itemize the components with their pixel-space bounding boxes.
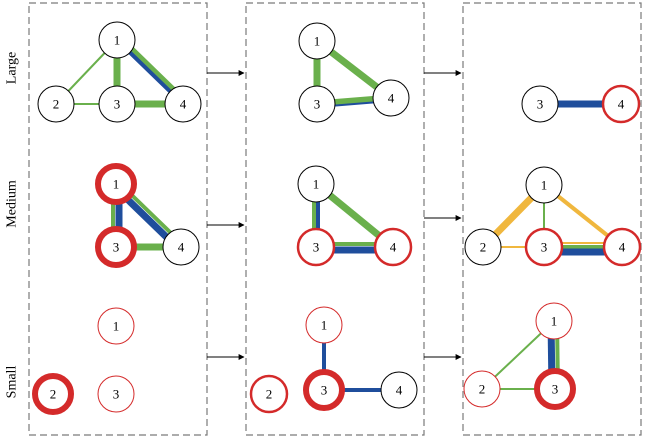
node-small-stage-1-1: 1 (97, 307, 135, 345)
node-label: 2 (479, 382, 486, 397)
row-label-small: Small (5, 366, 20, 399)
node-label: 4 (396, 383, 403, 398)
node-large-stage-3-3: 3 (521, 85, 559, 123)
node-circle (525, 166, 563, 204)
node-medium-stage-3-4: 4 (602, 227, 642, 267)
node-large-stage-1-1: 1 (98, 21, 136, 59)
node-large-stage-2-4: 4 (372, 79, 410, 117)
node-circle (37, 85, 75, 123)
node-label: 3 (537, 97, 544, 112)
node-label: 1 (541, 178, 548, 193)
node-small-stage-3-1: 1 (535, 302, 573, 340)
node-circle (521, 85, 559, 123)
node-label: 3 (314, 97, 321, 112)
node-medium-stage-2-1: 1 (297, 165, 335, 203)
node-medium-stage-3-3: 3 (524, 227, 564, 267)
node-circle (249, 374, 289, 414)
node-label: 3 (313, 240, 320, 255)
node-label: 2 (266, 387, 273, 402)
node-circle (463, 370, 501, 408)
node-circle (464, 228, 502, 266)
node-circle (97, 375, 135, 413)
node-label: 3 (113, 387, 120, 402)
node-small-stage-3-2: 2 (463, 370, 501, 408)
row-label-large: Large (5, 52, 20, 84)
node-label: 4 (180, 97, 187, 112)
node-label: 3 (552, 382, 559, 397)
node-circle (380, 371, 418, 409)
node-circle (164, 85, 202, 123)
node-small-stage-3-3: 3 (534, 368, 576, 410)
node-label: 1 (313, 177, 320, 192)
node-medium-stage-2-4: 4 (373, 227, 413, 267)
node-label: 1 (113, 177, 120, 192)
panel-stage-1 (28, 2, 208, 436)
node-circle (534, 368, 576, 410)
node-label: 4 (388, 91, 395, 106)
node-small-stage-1-2: 2 (32, 373, 74, 415)
node-small-stage-1-3: 3 (97, 375, 135, 413)
node-circle (303, 369, 345, 411)
node-label: 3 (113, 240, 120, 255)
node-small-stage-2-2: 2 (249, 374, 289, 414)
node-medium-stage-1-4: 4 (162, 228, 200, 266)
node-circle (372, 79, 410, 117)
node-circle (32, 373, 74, 415)
row-label-medium: Medium (5, 180, 20, 228)
node-medium-stage-3-1: 1 (525, 166, 563, 204)
node-label: 4 (618, 97, 625, 112)
node-circle (535, 302, 573, 340)
node-circle (373, 227, 413, 267)
node-label: 2 (53, 97, 60, 112)
node-circle (601, 84, 641, 124)
node-small-stage-2-4: 4 (380, 371, 418, 409)
node-circle (95, 226, 137, 268)
node-label: 1 (114, 33, 121, 48)
node-label: 4 (390, 240, 397, 255)
node-medium-stage-2-3: 3 (296, 227, 336, 267)
node-large-stage-1-3: 3 (98, 85, 136, 123)
node-large-stage-3-4: 4 (601, 84, 641, 124)
node-large-stage-2-1: 1 (298, 22, 336, 60)
node-medium-stage-1-1: 1 (95, 163, 137, 205)
node-large-stage-1-4: 4 (164, 85, 202, 123)
node-circle (98, 85, 136, 123)
node-label: 2 (480, 240, 487, 255)
node-small-stage-2-3: 3 (303, 369, 345, 411)
node-circle (297, 165, 335, 203)
node-circle (162, 228, 200, 266)
node-large-stage-1-2: 2 (37, 85, 75, 123)
node-label: 1 (321, 318, 328, 333)
node-label: 4 (178, 240, 185, 255)
node-label: 3 (114, 97, 121, 112)
node-circle (298, 85, 336, 123)
node-label: 4 (619, 240, 626, 255)
node-circle (298, 22, 336, 60)
node-label: 1 (551, 314, 558, 329)
nodes-layer: 1 2 3 4 1 3 4 3 4 1 3 4 1 3 4 1 2 3 4 1 2 3 1 2 3 4 1 2 3 (32, 21, 642, 415)
node-label: 3 (321, 383, 328, 398)
node-medium-stage-1-3: 3 (95, 226, 137, 268)
node-large-stage-2-3: 3 (298, 85, 336, 123)
node-circle (305, 306, 343, 344)
node-medium-stage-3-2: 2 (464, 228, 502, 266)
node-circle (524, 227, 564, 267)
node-label: 1 (314, 34, 321, 49)
node-label: 3 (541, 240, 548, 255)
node-circle (97, 307, 135, 345)
panel-stage-3 (462, 2, 642, 436)
node-small-stage-2-1: 1 (305, 306, 343, 344)
node-circle (98, 21, 136, 59)
node-circle (95, 163, 137, 205)
node-circle (602, 227, 642, 267)
panel-stage-2 (245, 2, 425, 436)
node-label: 2 (50, 387, 57, 402)
node-circle (296, 227, 336, 267)
node-label: 1 (113, 319, 120, 334)
